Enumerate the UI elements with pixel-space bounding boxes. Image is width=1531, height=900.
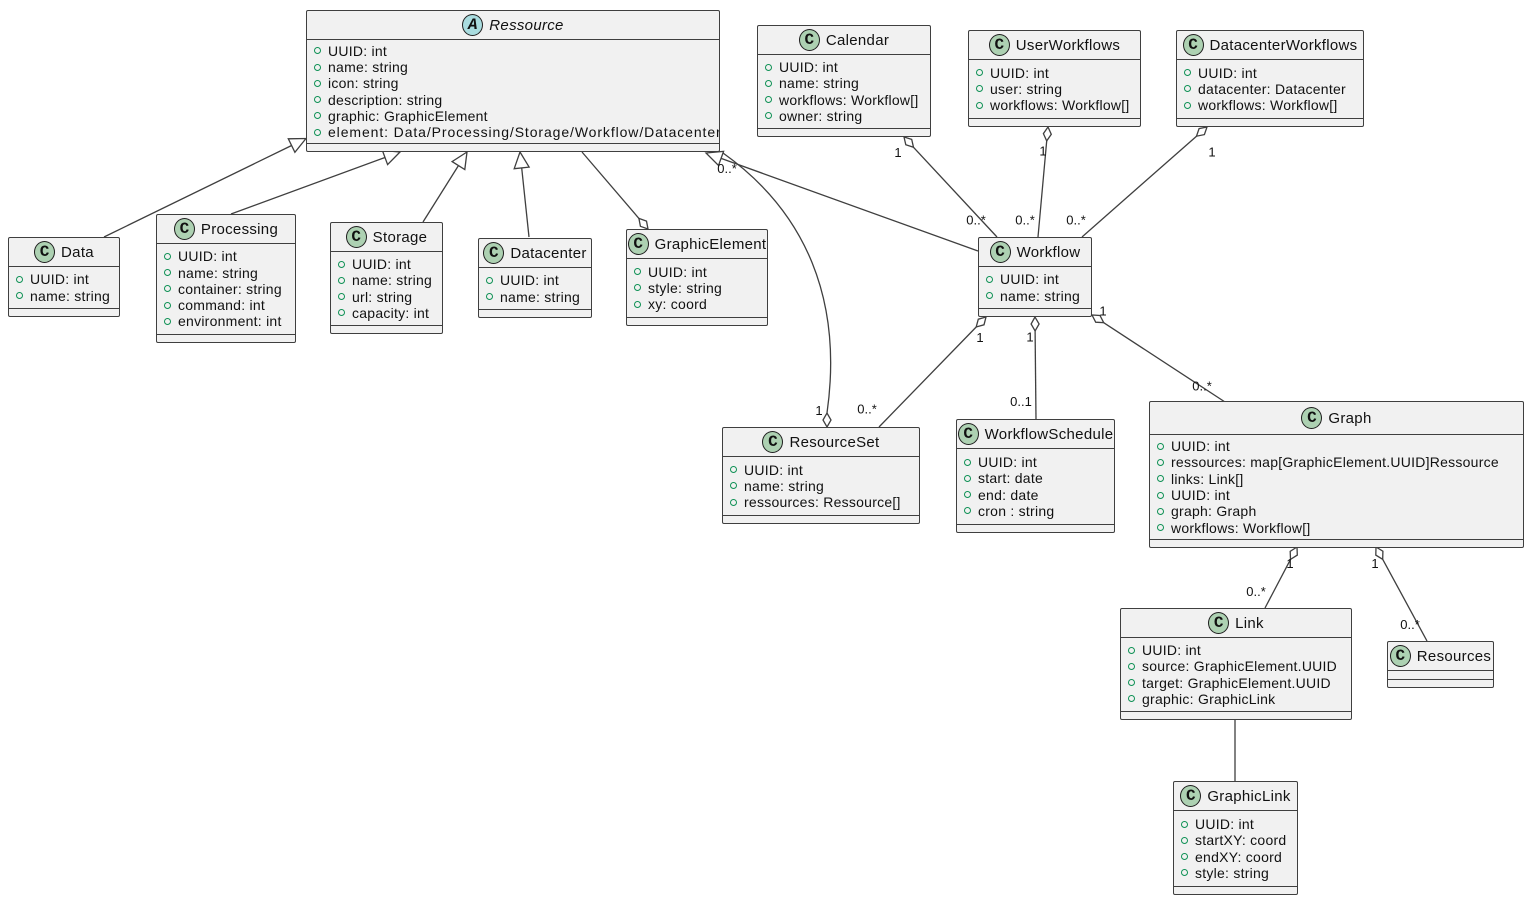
svg-text:0..*: 0..* xyxy=(1246,584,1266,599)
svg-text:1: 1 xyxy=(1099,304,1106,319)
svg-text:1: 1 xyxy=(1371,556,1378,571)
svg-text:1: 1 xyxy=(1208,145,1215,160)
svg-text:1: 1 xyxy=(1039,144,1046,159)
svg-text:1: 1 xyxy=(894,145,901,160)
svg-text:0..*: 0..* xyxy=(1400,617,1420,632)
svg-text:0..*: 0..* xyxy=(1015,213,1035,228)
svg-text:0..*: 0..* xyxy=(717,161,737,176)
svg-text:1: 1 xyxy=(1026,330,1033,345)
svg-text:1: 1 xyxy=(815,403,822,418)
svg-text:0..*: 0..* xyxy=(966,213,986,228)
svg-text:0..*: 0..* xyxy=(1192,379,1212,394)
svg-text:1: 1 xyxy=(1286,556,1293,571)
svg-text:1: 1 xyxy=(976,330,983,345)
svg-text:0..*: 0..* xyxy=(1066,213,1086,228)
svg-text:0..*: 0..* xyxy=(857,402,877,417)
svg-text:0..1: 0..1 xyxy=(1010,394,1032,409)
